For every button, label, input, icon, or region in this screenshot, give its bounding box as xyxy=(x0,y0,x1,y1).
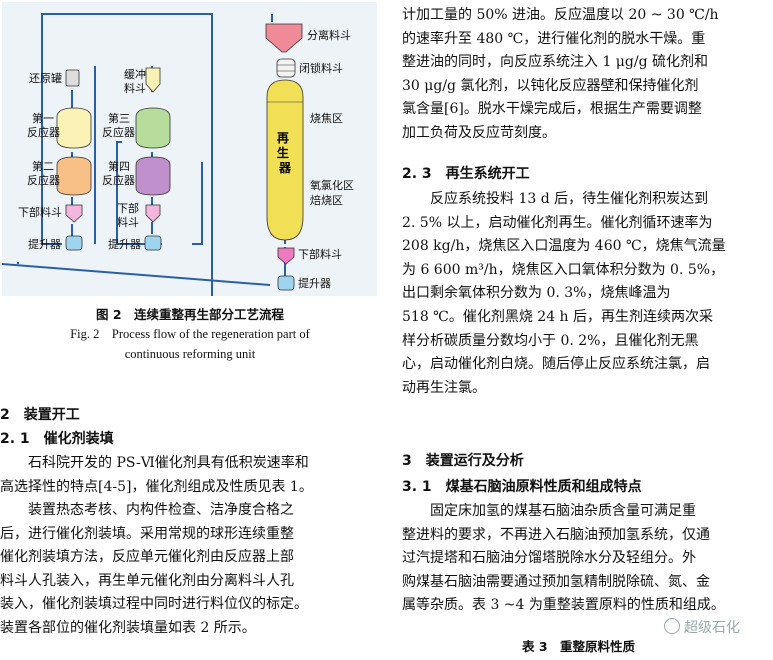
section-2-3-heading: 2. 3 再生系统开工 xyxy=(402,166,530,182)
section-3-heading: 3 装置运行及分析 xyxy=(402,453,524,469)
regenerator-vessel xyxy=(266,79,304,241)
text-line: 装入，催化剂装填过程中同时进行料位仪的标定。 xyxy=(0,596,308,613)
text-line: 计加工量的 50% 进油。反应温度以 20 ~ 30 ℃/h xyxy=(402,7,719,23)
label-reactor1-b: 反应器 xyxy=(27,126,60,139)
label-buffer-hopper-b: 料斗 xyxy=(124,82,146,95)
reactor-4 xyxy=(135,156,171,196)
figure-caption-cn: 图 2 连续重整再生部分工艺流程 xyxy=(95,307,285,322)
label-lower-hopper-mid-a: 下部 xyxy=(117,202,139,215)
text-line: 氯含量[6]。脱水干燥完成后，根据生产需要调整 xyxy=(402,101,702,118)
reactor-2 xyxy=(56,156,92,196)
text-line: 过汽提塔和石脑油分馏塔脱除水分及轻组分。外 xyxy=(402,550,696,567)
section-2-heading: 2 装置开工 xyxy=(0,407,80,423)
label-lower-hopper-mid-b: 料斗 xyxy=(117,216,139,229)
text-line: 样分析碳质量分数均小于 0. 2%，且催化剂无黑 xyxy=(402,332,699,349)
text-line: 石科院开发的 PS-Ⅵ催化剂具有低积炭速率和 xyxy=(28,455,309,471)
text-line: 反应系统投料 13 d 后，待生催化剂积炭达到 xyxy=(430,191,709,207)
text-line: 208 kg/h，烧焦区入口温度为 460 ℃，烧焦气流量 xyxy=(402,238,726,255)
text-line: 后，进行催化剂装填。采用常规的球形连续重整 xyxy=(0,525,294,542)
label-separation-hopper: 分离料斗 xyxy=(307,29,351,42)
lifter-left xyxy=(65,235,83,251)
paragraph-feedstock-properties: 固定床加氢的煤基石脑油杂质含量可满足重 整进料的要求，不再进入石脑油预加氢系统，… xyxy=(402,500,772,618)
table-3-caption: 表 3 重整原料性质 xyxy=(522,639,636,654)
paragraph-reaction-startup: 计加工量的 50% 进油。反应温度以 20 ~ 30 ℃/h 的速率升至 480… xyxy=(402,4,772,146)
text-line: 整进油的同时，向反应系统注入 1 μg/g 硫化剂和 xyxy=(402,54,708,71)
label-lifter-mid: 提升器 xyxy=(108,238,141,251)
section-2-1-heading: 2. 1 催化剂装填 xyxy=(0,431,114,447)
label-reactor2-a: 第二 xyxy=(32,160,54,173)
section-3-1-heading: 3. 1 煤基石脑油原料性质和组成特点 xyxy=(402,479,642,495)
text-line: 固定床加氢的煤基石脑油杂质含量可满足重 xyxy=(430,503,696,519)
label-lock-hopper: 闭锁料斗 xyxy=(299,62,343,75)
figure-caption-en: Fig. 2 Process flow of the regeneration … xyxy=(40,324,340,364)
text-line: 30 μg/g 氯化剂，以钝化反应器壁和保持催化剂 xyxy=(402,77,699,94)
figure-panel: 再 生 器 分离料斗 闭锁料斗 烧焦区 氧氯化区 焙烧区 下部料斗 提升器 还原… xyxy=(2,2,377,296)
label-buffer-hopper-a: 缓冲 xyxy=(124,68,146,81)
label-reactor4-a: 第四 xyxy=(108,160,130,173)
lower-hopper-right xyxy=(277,247,295,265)
reactor-1 xyxy=(56,107,92,149)
figure-caption-en-line1: Fig. 2 Process flow of the regeneration … xyxy=(70,327,310,341)
regenerator-label: 再 生 器 xyxy=(277,131,293,175)
paragraph-regeneration-startup: 反应系统投料 13 d 后，待生催化剂积炭达到 2. 5% 以上，启动催化剂再生… xyxy=(402,188,772,400)
text-line: 整进料的要求，不再进入石脑油预加氢系统，仅通 xyxy=(402,526,710,543)
reduction-tank xyxy=(65,69,80,87)
lifter-right xyxy=(277,275,295,291)
process-flow-diagram: 再 生 器 xyxy=(2,13,304,296)
label-reactor3-b: 反应器 xyxy=(102,126,135,139)
text-line: 的速率升至 480 ℃，进行催化剂的脱水干燥。重 xyxy=(402,30,706,47)
label-burning-zone: 烧焦区 xyxy=(310,112,343,125)
lock-hopper xyxy=(276,58,296,78)
buffer-hopper xyxy=(145,67,161,93)
reactor-3 xyxy=(135,107,171,149)
text-line: 加工负荷及反应苛刻度。 xyxy=(402,124,556,141)
flow-lines xyxy=(2,13,286,296)
label-lifter-left: 提升器 xyxy=(28,238,61,251)
text-line: 催化剂装填方法，反应单元催化剂由反应器上部 xyxy=(0,549,294,566)
label-calcination: 焙烧区 xyxy=(310,194,343,207)
label-lifter-right: 提升器 xyxy=(298,277,331,290)
text-line: 属等杂质。表 3 ~4 为重整装置原料的性质和组成。 xyxy=(402,597,725,614)
label-reactor4-b: 反应器 xyxy=(102,174,135,187)
paragraph-catalyst-intro: 石科院开发的 PS-Ⅵ催化剂具有低积炭速率和 高选择性的特点[4-5]，催化剂组… xyxy=(0,452,372,499)
text-line: 购煤基石脑油需要通过预加氢精制脱除硫、氮、金 xyxy=(402,573,710,590)
text-line: 动再生注氯。 xyxy=(402,379,486,396)
text-line: 装置各部位的催化剂装填量如表 2 所示。 xyxy=(0,619,256,636)
watermark-text: 超级石化 xyxy=(684,620,740,636)
watermark-icon xyxy=(664,618,680,634)
watermark: 超级石化 xyxy=(664,617,740,637)
label-lower-hopper-left: 下部料斗 xyxy=(18,206,62,219)
label-reactor2-b: 反应器 xyxy=(27,174,60,187)
label-reactor3-a: 第三 xyxy=(108,112,130,125)
text-line: 心，启动催化剂白烧。随后停止反应系统注氯，启 xyxy=(402,356,710,373)
lifter-mid xyxy=(144,235,162,251)
paragraph-catalyst-loading: 装置热态考核、内构件检查、洁净度合格之 后，进行催化剂装填。采用常规的球形连续重… xyxy=(0,499,372,641)
text-line: 高选择性的特点[4-5]，催化剂组成及性质见表 1。 xyxy=(0,478,313,495)
lower-hopper-mid xyxy=(145,204,161,223)
label-reactor1-a: 第一 xyxy=(32,112,54,125)
separation-hopper xyxy=(265,23,303,53)
text-line: 出口剩余氧体积分数为 0. 3%，烧焦峰温为 xyxy=(402,285,671,302)
text-line: 518 ℃。催化剂黑烧 24 h 后，再生剂连续两次采 xyxy=(402,308,714,325)
label-oxychlorination: 氧氯化区 xyxy=(310,179,354,192)
lower-hopper-left xyxy=(65,204,83,223)
text-line: 装置热态考核、内构件检查、洁净度合格之 xyxy=(28,502,294,518)
label-lower-hopper-right: 下部料斗 xyxy=(298,248,342,261)
text-line: 料斗人孔装入，再生单元催化剂由分离料斗人孔 xyxy=(0,572,294,589)
text-line: 为 6 600 m³/h，烧焦区入口氧体积分数为 0. 5%， xyxy=(402,261,725,278)
label-reduction-tank: 还原罐 xyxy=(29,72,62,85)
figure-caption-en-line2: continuous reforming unit xyxy=(124,347,256,361)
text-line: 2. 5% 以上，启动催化剂再生。催化剂循环速率为 xyxy=(402,214,713,231)
